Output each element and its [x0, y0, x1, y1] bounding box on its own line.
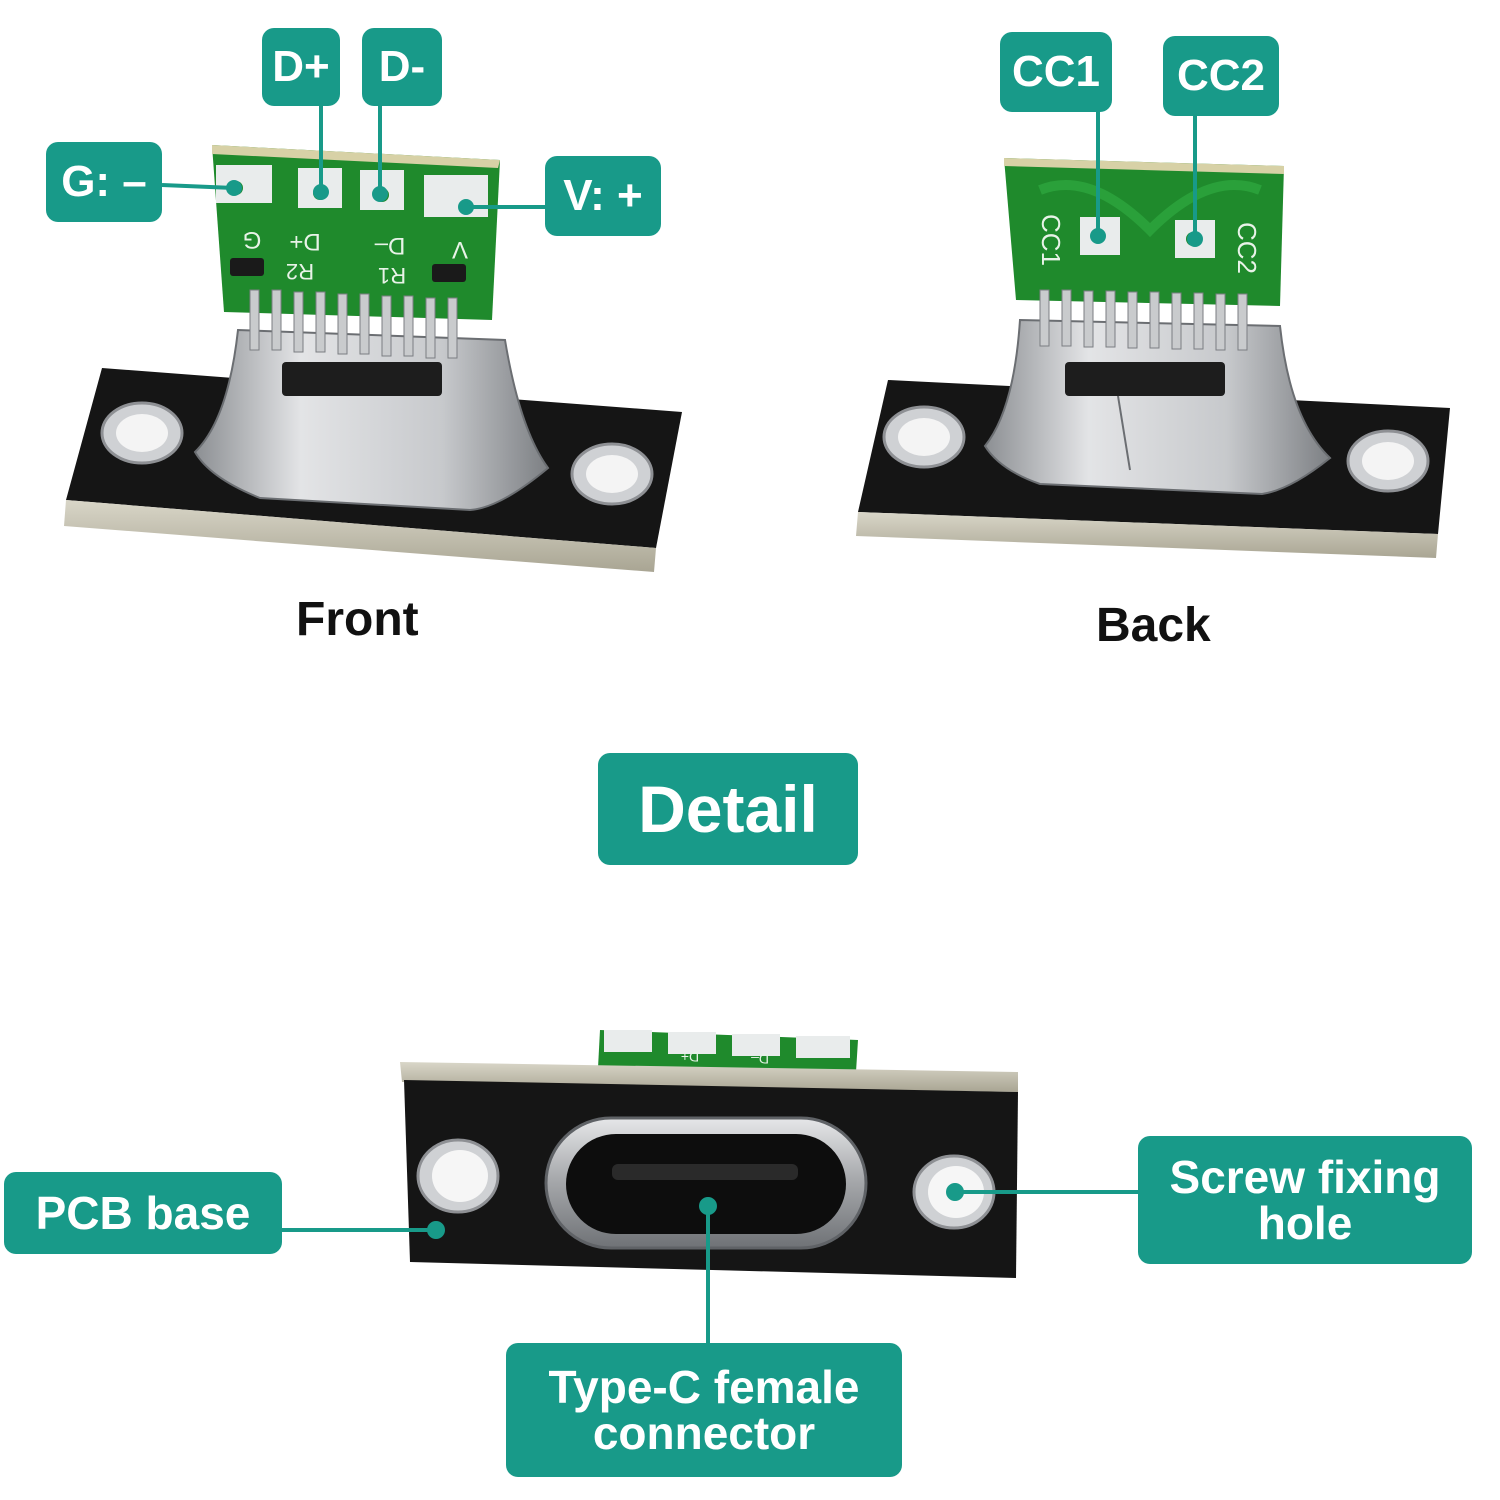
- front-connector-tongue: [282, 362, 442, 396]
- front-board: G D+ D– V R2 R1: [64, 105, 682, 572]
- detail-typec-tongue: [612, 1164, 798, 1180]
- label-d-minus: D-: [362, 28, 442, 106]
- back-green-pcb-edge: [1004, 158, 1284, 174]
- back-pcb-trace: [1038, 180, 1262, 238]
- front-silk-g: G: [243, 226, 262, 253]
- front-leader-lines: [161, 105, 545, 215]
- label-v-plus: V: +: [545, 156, 661, 236]
- label-cc2: CC2: [1163, 36, 1279, 116]
- front-connector-shell: [193, 328, 550, 512]
- label-cc1: CC1: [1000, 32, 1112, 112]
- detail-silk-dplus: D+: [681, 1049, 699, 1065]
- back-silk-cc2: CC2: [1232, 222, 1262, 274]
- detail-pad-4: [796, 1036, 850, 1058]
- back-leader-lines: [1090, 110, 1203, 247]
- back-shell-seam: [1117, 395, 1131, 471]
- label-typec-connector: Type-C female connector: [506, 1343, 902, 1477]
- front-pcb-base-edge: [64, 500, 656, 572]
- detail-pad-1: [604, 1030, 652, 1052]
- back-screw-hole-right-inner: [1362, 442, 1414, 480]
- front-pad-g: [216, 165, 272, 203]
- label-typec-line1: Type-C female: [548, 1361, 860, 1413]
- front-pad-v: [424, 175, 488, 217]
- back-screw-hole-left-inner: [898, 418, 950, 456]
- front-silk-r1: R1: [378, 263, 406, 288]
- detail-pad-2: [668, 1032, 716, 1054]
- front-silk-v: V: [452, 236, 468, 263]
- detail-pcb-base-edge: [400, 1062, 1018, 1092]
- back-silk-cc1: CC1: [1036, 214, 1066, 266]
- label-typec-line2: connector: [592, 1407, 816, 1459]
- front-pins: [249, 289, 458, 359]
- front-silk-r2: R2: [286, 259, 314, 284]
- detail-typec-port-opening: [566, 1134, 846, 1234]
- detail-leader-lines: [280, 1183, 1140, 1345]
- label-screw-fixing-hole: Screw fixing hole: [1138, 1136, 1472, 1264]
- back-board: CC1 CC2: [856, 110, 1450, 558]
- back-green-pcb: [1004, 158, 1284, 306]
- detail-title: Detail: [598, 753, 858, 865]
- detail-green-pcb: [598, 1030, 858, 1072]
- front-caption: Front: [296, 593, 419, 646]
- front-resistor-2: [432, 264, 466, 282]
- back-pins: [1039, 289, 1248, 351]
- front-silk-dplus: D+: [289, 228, 320, 255]
- label-pcb-base: PCB base: [4, 1172, 282, 1254]
- front-screw-hole-left-inner: [116, 414, 168, 452]
- detail-pad-3: [732, 1034, 780, 1056]
- front-green-pcb-edge: [212, 145, 500, 168]
- front-resistor-1: [230, 258, 264, 276]
- back-connector-tongue: [1065, 362, 1225, 396]
- label-g-minus: G: –: [46, 142, 162, 222]
- back-pcb-base-edge: [856, 512, 1438, 558]
- label-screw-line1: Screw fixing: [1169, 1151, 1441, 1203]
- front-screw-hole-right-inner: [586, 455, 638, 493]
- label-screw-line2: hole: [1257, 1197, 1353, 1249]
- detail-board: D+ D–: [280, 1030, 1140, 1345]
- detail-screw-hole-left-inner: [432, 1150, 488, 1202]
- label-d-plus: D+: [262, 28, 340, 106]
- back-caption: Back: [1096, 599, 1211, 652]
- front-silk-dminus: D–: [374, 232, 405, 259]
- detail-silk-dminus: D–: [751, 1051, 769, 1067]
